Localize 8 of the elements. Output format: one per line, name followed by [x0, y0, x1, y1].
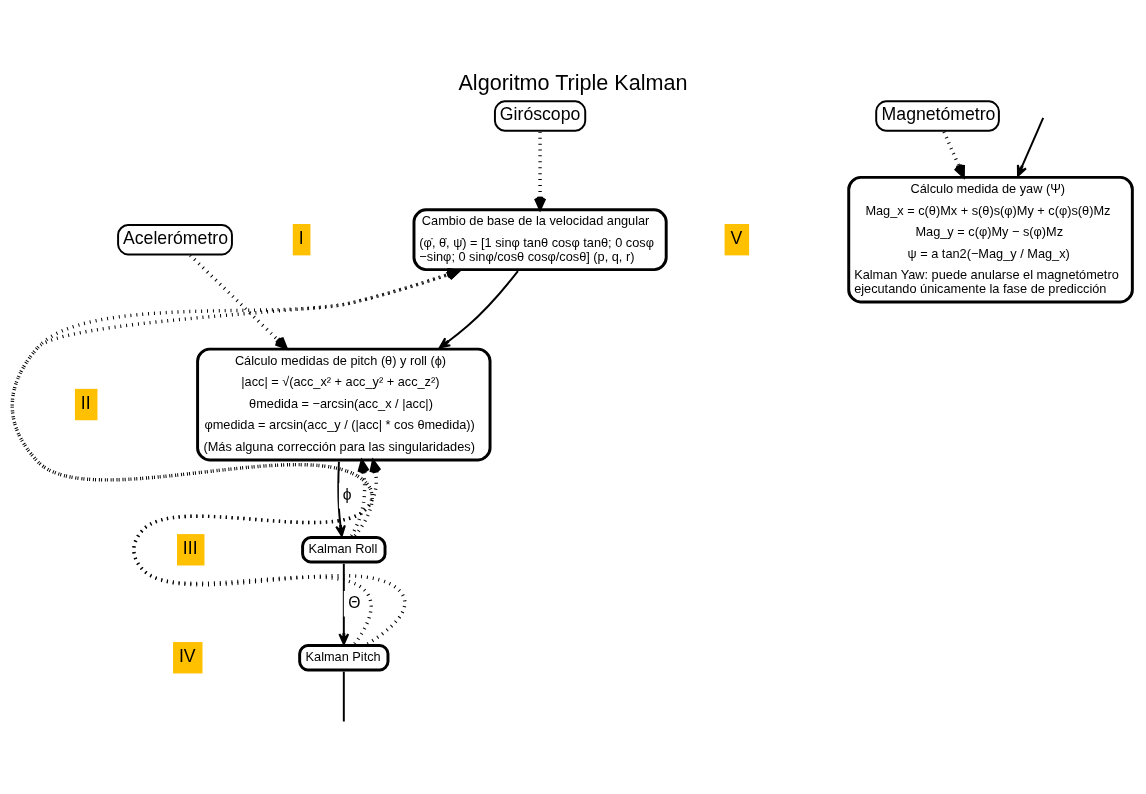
label: V	[730, 228, 743, 248]
label: I	[298, 228, 304, 248]
edge-label: Θ	[348, 593, 361, 611]
label: IV	[178, 646, 196, 667]
label: III	[182, 538, 198, 559]
edge-label: ϕ	[342, 485, 352, 503]
label: II	[80, 392, 91, 413]
diagram-title: Algoritmo Triple Kalman	[458, 70, 688, 96]
